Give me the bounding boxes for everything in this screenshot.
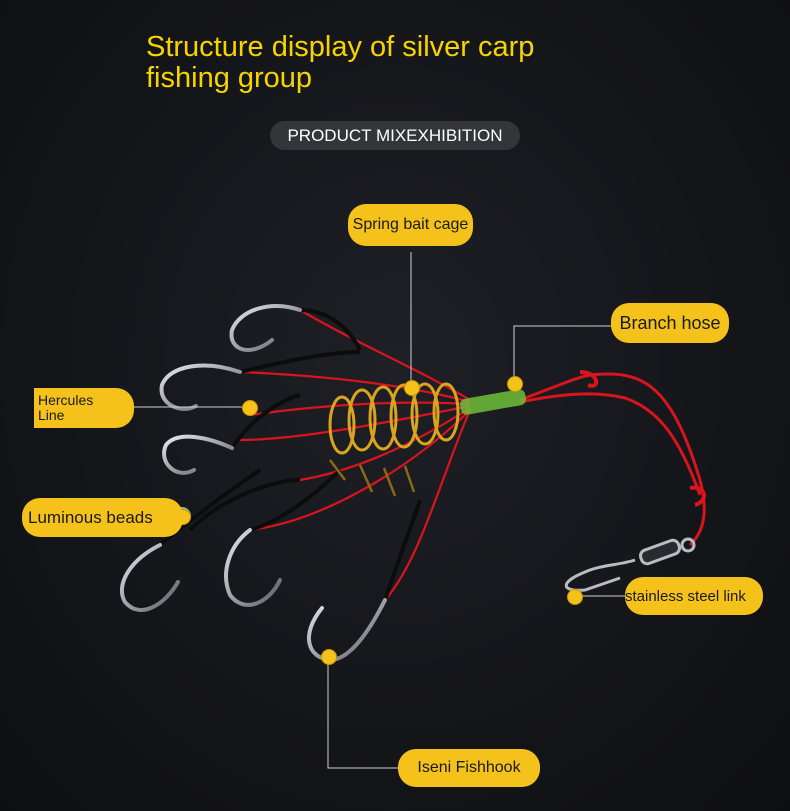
branch-hose-dot	[507, 376, 523, 392]
hook-snells	[158, 308, 422, 601]
stainless-steel-link-label: stainless steel link	[625, 577, 763, 615]
spring-bait-cage-dot	[404, 380, 420, 396]
callout-lines	[116, 252, 625, 769]
page-title: Structure display of silver carp fishing…	[146, 31, 535, 94]
stainless-steel-link-dot	[567, 589, 583, 605]
hercules-line-label: Hercules Line	[34, 388, 134, 428]
spring-bait-cage-label: Spring bait cage	[348, 204, 473, 246]
iseni-fishhook-dot	[321, 649, 337, 665]
branch-hose-label: Branch hose	[611, 303, 729, 343]
hooks	[119, 304, 387, 663]
iseni-fishhook-label: Iseni Fishhook	[398, 749, 540, 787]
product-exhibition-badge: PRODUCT MIXEXHIBITION	[270, 121, 520, 150]
luminous-beads-label: Luminous beads	[22, 498, 183, 537]
branch-hose-tube	[460, 389, 526, 415]
hercules-line-dot	[242, 400, 258, 416]
spring-bait-cage	[328, 382, 460, 497]
branch-lines	[239, 309, 472, 601]
main-line	[519, 370, 706, 547]
